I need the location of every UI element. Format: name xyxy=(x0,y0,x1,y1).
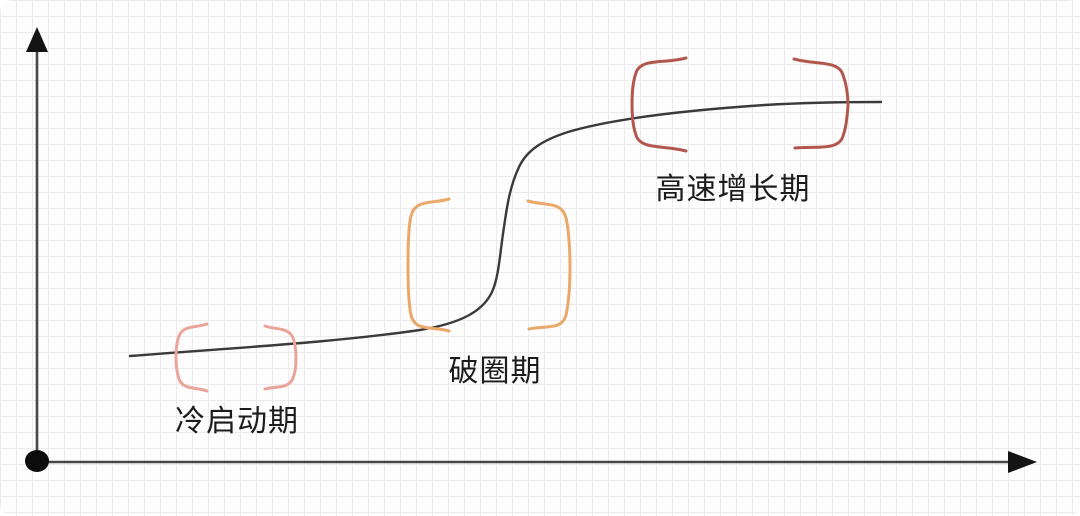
breakout-bracket xyxy=(406,197,572,333)
right-arrowhead-icon xyxy=(1008,451,1037,473)
breakout-bracket-left xyxy=(406,197,451,333)
breakout-bracket-right xyxy=(526,199,572,331)
cold-start-bracket xyxy=(174,322,298,393)
growth-curve xyxy=(128,100,883,358)
origin-dot-icon xyxy=(25,450,49,472)
up-arrowhead-icon xyxy=(26,27,48,52)
rapid-growth-bracket-right xyxy=(792,57,850,150)
cold-start-label: 冷启动期 xyxy=(175,405,299,438)
rapid-growth-bracket xyxy=(630,56,850,153)
cold-start-bracket-left xyxy=(174,322,209,393)
breakout-label: 破圈期 xyxy=(449,355,542,388)
cold-start-bracket-right xyxy=(263,324,298,391)
rapid-growth-bracket-left xyxy=(630,56,688,153)
rapid-growth-label: 高速增长期 xyxy=(656,173,811,206)
